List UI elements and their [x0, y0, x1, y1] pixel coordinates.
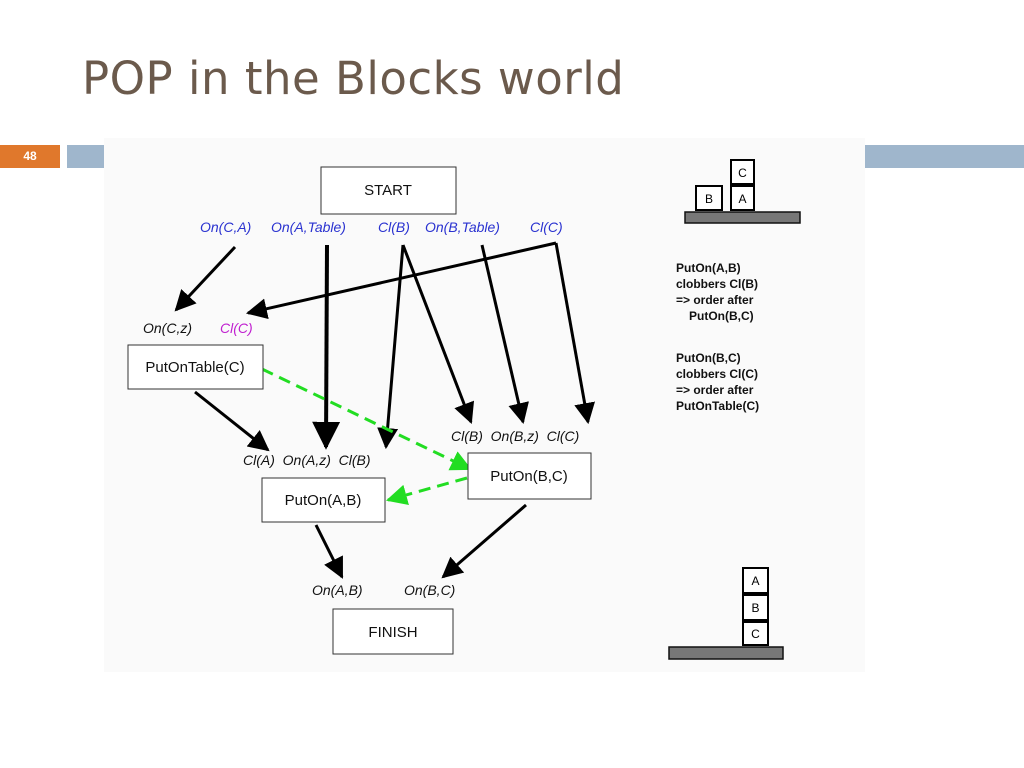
put-on-b-c-label: PutOn(B,C): [490, 468, 568, 485]
goal-block-c-label: C: [751, 627, 760, 641]
link-putonab-to-finish: [314, 524, 344, 579]
ordering-links: [261, 367, 472, 506]
block-a-label: A: [738, 192, 746, 206]
precond-on-c-z: On(C,z): [143, 320, 192, 336]
link-clc-to-putonbc: [554, 242, 596, 425]
effect-on-c-a: On(C,A): [200, 219, 251, 235]
effect-on-a-table: On(A,Table): [271, 219, 346, 235]
start-node: START: [320, 166, 457, 215]
svg-text:PutOn(B,C): PutOn(B,C): [689, 309, 754, 323]
link-onbtable-to-putonbc: [480, 244, 529, 425]
put-on-table-c-label: PutOnTable(C): [145, 359, 244, 376]
link-clb-to-putonbc: [401, 244, 475, 424]
goal-on-a-b: On(A,B): [312, 582, 363, 598]
put-on-a-b-node: PutOn(A,B): [261, 477, 386, 523]
effect-on-b-table: On(B,Table): [425, 219, 500, 235]
put-on-b-c-node: PutOn(B,C): [467, 452, 592, 500]
finish-label: FINISH: [368, 624, 417, 641]
initial-state-blocks: C B A: [684, 159, 801, 224]
block-b: [695, 185, 723, 211]
put-on-table-c-node: PutOnTable(C): [127, 344, 264, 390]
svg-text:=> order after: => order after: [676, 293, 754, 307]
block-a: [730, 185, 755, 211]
svg-text:PutOn(A,B): PutOn(A,B): [676, 261, 741, 275]
start-label: START: [364, 182, 412, 199]
svg-text:PutOn(B,C): PutOn(B,C): [676, 351, 741, 365]
accent-bar-left: [67, 145, 104, 168]
link-clc-to-putontable: [245, 241, 557, 320]
goal-block-a-label: A: [751, 574, 759, 588]
table-surface: [684, 211, 801, 224]
causal-links: [174, 241, 596, 579]
put-on-a-b-label: PutOn(A,B): [285, 492, 362, 509]
put-on-b-c-preconditions: Cl(B) On(B,z) Cl(C): [451, 428, 579, 444]
svg-text:PutOnTable(C): PutOnTable(C): [676, 399, 759, 413]
svg-text:clobbers Cl(C): clobbers Cl(C): [676, 367, 758, 381]
goal-state-blocks: A B C: [668, 567, 784, 660]
block-c: [730, 159, 755, 185]
link-clb-to-putonab: [377, 244, 405, 450]
goal-block-c: [742, 621, 769, 646]
goal-block-a: [742, 567, 769, 594]
svg-text:=> order after: => order after: [676, 383, 754, 397]
precond-cl-c-threat: Cl(C): [220, 320, 253, 336]
effect-cl-b: Cl(B): [378, 219, 410, 235]
order-putonbc-before-putonab: [385, 476, 468, 506]
page-number-badge: 48: [0, 145, 60, 168]
block-b-label: B: [705, 192, 713, 206]
clobber-note-2: PutOn(B,C) clobbers Cl(C) => order after…: [676, 351, 759, 413]
goal-table-surface: [668, 646, 784, 660]
accent-bar-right: [865, 145, 1024, 168]
order-putontable-before-putonbc: [261, 367, 472, 471]
goal-block-b: [742, 594, 769, 621]
pop-diagram: START On(C,A) On(A,Table) Cl(B) On(B,Tab…: [104, 138, 865, 672]
link-putonbc-to-finish: [441, 503, 527, 579]
finish-node: FINISH: [332, 608, 454, 655]
effect-cl-c: Cl(C): [530, 219, 563, 235]
link-putontable-to-putonab: [194, 390, 270, 452]
link-onca-to-putontable: [174, 245, 237, 312]
clobber-note-1: PutOn(A,B) clobbers Cl(B) => order after…: [676, 261, 758, 323]
block-c-label: C: [738, 166, 747, 180]
svg-text:clobbers Cl(B): clobbers Cl(B): [676, 277, 758, 291]
link-onatable-to-putonab: [312, 244, 341, 450]
goal-on-b-c: On(B,C): [404, 582, 455, 598]
goal-block-b-label: B: [751, 601, 759, 615]
put-on-a-b-preconditions: Cl(A) On(A,z) Cl(B): [243, 452, 371, 468]
slide-title: POP in the Blocks world: [82, 52, 625, 105]
start-effects: On(C,A) On(A,Table) Cl(B) On(B,Table) Cl…: [200, 219, 563, 235]
